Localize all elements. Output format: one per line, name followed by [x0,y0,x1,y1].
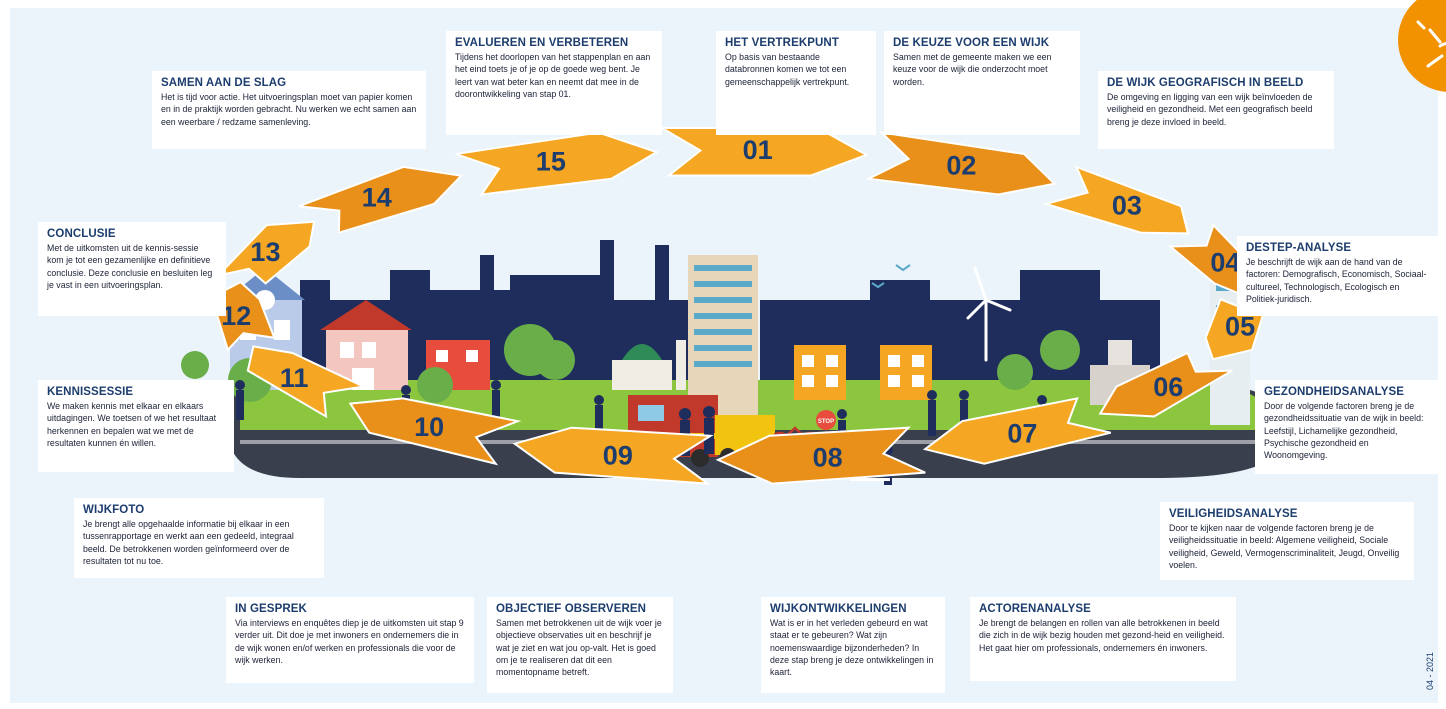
step-text: Via interviews en enquêtes diep je de ui… [235,618,464,665]
step-title: CONCLUSIE [47,228,116,240]
step-text: Met de uitkomsten uit de kennis-sessie k… [47,243,213,290]
step-arrow-07 [922,397,1112,465]
step-number-02: 02 [946,151,976,181]
step-11-box: WIJKFOTO Je brengt alle opgehaalde infor… [74,498,324,578]
step-number-05: 05 [1225,312,1255,342]
step-text: Op basis van bestaande databronnen komen… [725,52,850,87]
step-title: EVALUEREN EN VERBETEREN [455,37,629,49]
step-10-box: IN GESPREK Via interviews en enquêtes di… [226,597,474,683]
step-title: IN GESPREK [235,603,307,615]
step-12-box: KENNISSESSIE We maken kennis met elkaar … [38,380,234,472]
red-house [422,318,492,390]
step-number-09: 09 [603,440,633,470]
step-arrow-02 [865,131,1057,196]
step-title: GEZONDHEIDSANALYSE [1264,386,1405,398]
step-text: Je beschrijft de wijk aan de hand van de… [1246,257,1427,304]
step-text: Samen met betrokkenen uit de wijk voer j… [496,618,662,678]
orange-house-2 [876,325,936,400]
step-title: SAMEN AAN DE SLAG [161,77,287,89]
bird-icon [871,282,885,289]
step-09-box: OBJECTIEF OBSERVEREN Samen met betrokken… [487,597,673,693]
step-number-13: 13 [250,237,280,267]
trees [181,324,1080,403]
step-arrow-06 [1098,351,1233,418]
step-arrow-11 [246,345,367,419]
step-04-box: DESTEP-ANALYSE Je beschrijft de wijk aan… [1237,236,1439,316]
sun-icon [1398,0,1446,92]
step-title: WIJKONTWIKKELINGEN [770,603,907,615]
step-title: WIJKFOTO [83,504,145,516]
step-06-box: VEILIGHEIDSANALYSE Door te kijken naar d… [1160,502,1414,580]
step-text: Door de volgende factoren breng je de ge… [1264,401,1424,461]
orange-house-1 [790,325,850,400]
step-03-box: DE WIJK GEOGRAFISCH IN BEELD De omgeving… [1098,71,1334,149]
step-08-box: WIJKONTWIKKELINGEN Wat is er in het verl… [761,597,945,693]
step-title: KENNISSESSIE [47,386,134,398]
step-number-03: 03 [1112,190,1142,220]
step-arrow-14 [298,165,464,235]
pink-house [320,300,412,390]
wind-turbine [966,266,1012,362]
step-number-06: 06 [1153,372,1183,402]
step-15-box: EVALUEREN EN VERBETEREN Tijdens het door… [446,31,662,135]
step-text: Je brengt alle opgehaalde informatie bij… [83,519,294,566]
step-05-box: GEZONDHEIDSANALYSE Door de volgende fact… [1255,380,1439,474]
step-arrow-13 [215,220,316,285]
apartment-tower [688,255,758,415]
step-title: VEILIGHEIDSANALYSE [1169,508,1298,520]
step-number-15: 15 [536,146,566,176]
step-text: Je brengt de belangen en rollen van alle… [979,618,1225,653]
step-13-box: CONCLUSIE Met de uitkomsten uit de kenni… [38,222,226,316]
step-07-box: ACTORENANALYSE Je brengt de belangen en … [970,597,1236,681]
step-number-01: 01 [743,135,773,165]
step-title: DE WIJK GEOGRAFISCH IN BEELD [1107,77,1304,89]
step-number-08: 08 [813,443,843,473]
step-14-box: SAMEN AAN DE SLAG Het is tijd voor actie… [152,71,426,149]
step-number-10: 10 [414,412,444,442]
step-arrows: 01 02 03 04 05 06 07 08 09 10 11 12 13 14 15 [210,126,1271,485]
step-number-11: 11 [280,363,309,393]
step-number-07: 07 [1007,419,1037,449]
step-02-box: DE KEUZE VOOR EEN WIJK Samen met de geme… [884,31,1080,135]
step-title: ACTORENANALYSE [979,603,1091,615]
date-label: 04 - 2021 [1425,651,1435,690]
step-arrow-10 [348,397,522,466]
step-text: Samen met de gemeente maken we een keuze… [893,52,1052,87]
bird-icon [895,264,911,272]
step-text: De omgeving en ligging van een wijk beïn… [1107,92,1313,127]
step-01-box: HET VERTREKPUNT Op basis van bestaande d… [716,31,876,135]
step-title: HET VERTREKPUNT [725,37,839,49]
stop-sign-label: STOP [818,419,834,425]
step-title: DE KEUZE VOOR EEN WIJK [893,37,1050,49]
step-text: We maken kennis met elkaar en elkaars ui… [47,401,217,448]
step-text: Wat is er in het verleden gebeurd en wat… [770,618,934,678]
step-text: Door te kijken naar de volgende factoren… [1169,523,1400,570]
step-text: Het is tijd voor actie. Het uitvoeringsp… [161,92,417,127]
mosque [612,340,686,390]
step-title: OBJECTIEF OBSERVEREN [496,603,647,615]
step-number-04: 04 [1210,247,1240,277]
step-arrow-03 [1042,165,1190,235]
step-title: DESTEP-ANALYSE [1246,242,1352,254]
step-number-14: 14 [362,182,392,212]
step-text: Tijdens het doorlopen van het stappenpla… [455,52,651,99]
step-number-12: 12 [221,301,251,331]
step-arrow-08 [715,426,926,485]
step-arrow-09 [512,426,714,485]
